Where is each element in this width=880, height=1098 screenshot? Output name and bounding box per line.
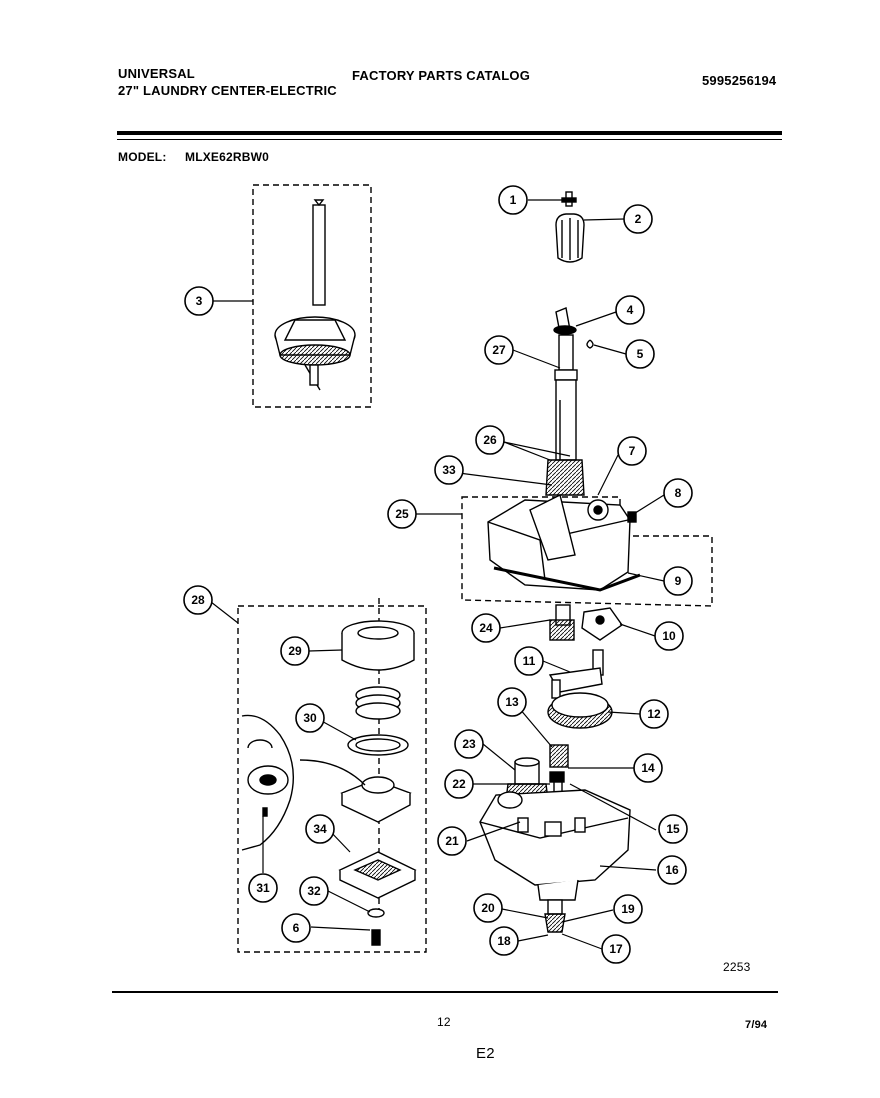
callout-12: 12 — [639, 699, 669, 729]
svg-text:8: 8 — [675, 486, 682, 500]
callout-16: 16 — [657, 855, 687, 885]
callout-32: 32 — [299, 876, 329, 906]
agitator-shaft-drawing — [545, 307, 594, 496]
svg-text:22: 22 — [452, 777, 466, 791]
diagram-number: 2253 — [723, 960, 751, 974]
svg-text:4: 4 — [627, 303, 634, 317]
callout-23: 23 — [454, 729, 484, 759]
svg-text:29: 29 — [288, 644, 302, 658]
svg-text:13: 13 — [505, 695, 519, 709]
callout-3: 3 — [184, 286, 214, 316]
svg-text:7: 7 — [629, 444, 636, 458]
svg-text:23: 23 — [462, 737, 476, 751]
page-number: 12 — [437, 1015, 451, 1029]
agitator-cap-parts — [555, 191, 585, 263]
svg-text:31: 31 — [256, 881, 270, 895]
svg-text:10: 10 — [662, 629, 676, 643]
svg-text:32: 32 — [307, 884, 321, 898]
transmission-assembly-drawing — [274, 199, 356, 391]
callout-10: 10 — [654, 621, 684, 651]
svg-text:27: 27 — [492, 343, 506, 357]
svg-text:21: 21 — [445, 834, 459, 848]
svg-text:18: 18 — [497, 934, 511, 948]
callout-5: 5 — [625, 339, 655, 369]
header-rule-thick — [117, 131, 782, 135]
callout-34: 34 — [305, 814, 335, 844]
model-label: MODEL: — [118, 150, 167, 164]
svg-text:26: 26 — [483, 433, 497, 447]
gearcase-drawing — [479, 789, 631, 933]
product-subtitle: 27" LAUNDRY CENTER-ELECTRIC — [118, 83, 337, 98]
callout-2: 2 — [623, 204, 653, 234]
svg-text:24: 24 — [479, 621, 493, 635]
header-rule-thin — [117, 139, 782, 140]
svg-text:3: 3 — [196, 294, 203, 308]
callout-6: 6 — [281, 913, 311, 943]
callout-20: 20 — [473, 893, 503, 923]
callout-14: 14 — [633, 753, 663, 783]
callout-19: 19 — [613, 894, 643, 924]
detail-bubble — [241, 714, 366, 851]
callout-29: 29 — [280, 636, 310, 666]
callout-11: 11 — [514, 646, 544, 676]
catalog-part-number: 5995256194 — [702, 73, 777, 88]
svg-text:16: 16 — [665, 863, 679, 877]
svg-text:15: 15 — [666, 822, 680, 836]
callout-28: 28 — [183, 585, 213, 615]
callout-7: 7 — [617, 436, 647, 466]
svg-text:12: 12 — [647, 707, 661, 721]
callout-33: 33 — [434, 455, 464, 485]
svg-text:30: 30 — [303, 711, 317, 725]
callout-4: 4 — [615, 295, 645, 325]
brand-name: UNIVERSAL — [118, 66, 195, 81]
gear-housing-drawing — [487, 493, 641, 592]
callout-21: 21 — [437, 826, 467, 856]
svg-text:20: 20 — [481, 901, 495, 915]
callout-17: 17 — [601, 934, 631, 964]
svg-text:34: 34 — [313, 822, 327, 836]
seal-kit-drawing — [338, 598, 417, 946]
catalog-title: FACTORY PARTS CATALOG — [352, 68, 531, 83]
callout-13: 13 — [497, 687, 527, 717]
callout-22: 22 — [444, 769, 474, 799]
section-code: E2 — [476, 1045, 495, 1062]
callout-18: 18 — [489, 926, 519, 956]
svg-text:2: 2 — [635, 212, 642, 226]
leader-lines — [210, 199, 665, 950]
model-number: MLXE62RBW0 — [185, 150, 270, 164]
callout-15: 15 — [658, 814, 688, 844]
callout-24: 24 — [471, 613, 501, 643]
callout-1: 1 — [498, 185, 528, 215]
svg-text:28: 28 — [191, 593, 205, 607]
svg-text:33: 33 — [442, 463, 456, 477]
svg-text:9: 9 — [675, 574, 682, 588]
drive-gear-parts — [549, 604, 623, 641]
callout-30: 30 — [295, 703, 325, 733]
svg-text:25: 25 — [395, 507, 409, 521]
callout-31: 31 — [248, 873, 278, 903]
svg-text:11: 11 — [523, 654, 536, 668]
callout-26: 26 — [475, 425, 505, 455]
svg-text:17: 17 — [609, 942, 623, 956]
callout-25: 25 — [387, 499, 417, 529]
svg-text:1: 1 — [510, 193, 517, 207]
callout-8: 8 — [663, 478, 693, 508]
revision-date: 7/94 — [745, 1019, 768, 1031]
group-box-seal-kit — [237, 605, 427, 953]
callout-9: 9 — [663, 566, 693, 596]
callout-27: 27 — [484, 335, 514, 365]
svg-text:6: 6 — [293, 921, 300, 935]
svg-text:5: 5 — [637, 347, 644, 361]
footer-rule — [112, 991, 778, 993]
svg-text:14: 14 — [641, 761, 655, 775]
svg-text:19: 19 — [621, 902, 635, 916]
